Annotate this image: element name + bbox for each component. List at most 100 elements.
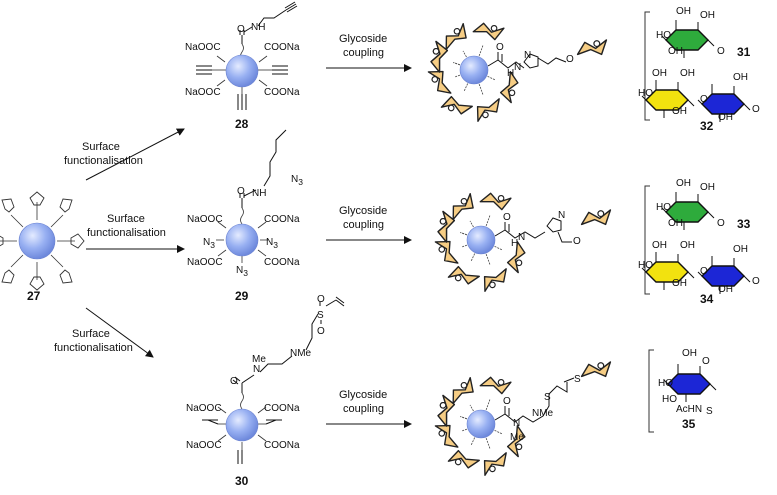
ho-34: HO — [638, 260, 653, 271]
pyranose-ring-icon — [701, 93, 745, 115]
sugar-chair-icon — [479, 376, 512, 395]
ho-35a: HO — [658, 378, 673, 389]
oh-33b: OH — [700, 182, 715, 193]
galactose-34 — [641, 252, 695, 290]
atom-o-top-b: O — [566, 54, 574, 65]
oh-31a: OH — [676, 6, 691, 17]
naooc-29a: NaOOC — [187, 214, 223, 225]
sugar-chair-icon — [472, 22, 505, 41]
compound-label-35: 35 — [682, 417, 696, 431]
oh-33c: OH — [668, 218, 683, 229]
pyranose-substituent-bonds — [661, 192, 715, 230]
step-label-middle: Surface functionalisation — [87, 213, 166, 239]
o-33: O — [717, 218, 725, 229]
oh-34b: OH — [680, 240, 695, 251]
bracket-bot: OH O HO HO AcHN S 35 — [648, 348, 717, 433]
sugar-chair-icon — [445, 23, 467, 51]
atom-n-top: N — [514, 62, 521, 73]
arrow-to-30 — [85, 307, 154, 358]
sugar-tether — [470, 437, 476, 446]
atom-o-28: O — [237, 24, 245, 35]
atom-o2-30: O — [317, 326, 325, 337]
naooc-29b: NaOOC — [187, 257, 223, 268]
glyco-label-top-2: coupling — [343, 47, 384, 59]
azide-bottom-29: N3 — [236, 265, 248, 278]
glcnac-35 — [663, 364, 717, 402]
oh-31b: OH — [700, 10, 715, 21]
oh-34a: OH — [652, 240, 667, 251]
sugar-tether — [485, 437, 491, 449]
sugar-tether — [463, 83, 469, 92]
sugar-chair-icon — [437, 210, 456, 243]
pyranose-ring-icon — [701, 265, 745, 287]
atom-n-bot: N — [513, 418, 520, 429]
naooc-30b: NaOOC — [186, 440, 222, 451]
atom-n-30: N — [253, 364, 260, 375]
bracket-mid: OH HO OH OH O 33 OH HO OH OH O OH OH O 3… — [638, 178, 760, 306]
sugar-tether — [453, 62, 461, 66]
sugar-chair-icon — [447, 449, 480, 469]
arrow-to-28 — [85, 128, 185, 181]
atom-nme-30: NMe — [290, 348, 312, 359]
galactose-32 — [641, 80, 695, 118]
oh-34c: OH — [672, 278, 687, 289]
compound-label-33: 33 — [737, 217, 751, 231]
sugar-tether — [460, 232, 468, 236]
glyco-nanoparticle-top: O H N N O — [427, 22, 608, 122]
glucose-33 — [661, 192, 715, 230]
oh-34d: OH — [733, 244, 748, 255]
coona-29b: COONa — [264, 257, 300, 268]
ho-33: HO — [656, 202, 671, 213]
sugar-chair-icon — [576, 39, 608, 56]
step-label-top: Surface functionalisation — [64, 141, 143, 167]
atom-n-top-b: N — [524, 50, 531, 61]
atom-me-bot: Me — [510, 432, 524, 443]
ho-31: HO — [656, 30, 671, 41]
achn-35: AcHN — [676, 404, 702, 415]
pyranose-substituent-bonds — [697, 84, 751, 122]
ho-32: HO — [638, 88, 653, 99]
pyranose-substituent-bonds — [641, 80, 695, 118]
pyranose-substituent-bonds — [641, 252, 695, 290]
atom-o-29: O — [237, 186, 245, 197]
sugar-tether — [462, 244, 468, 248]
sugar-shell-bot — [434, 376, 526, 476]
compound-label-32: 32 — [700, 119, 714, 133]
oh-32a: OH — [652, 68, 667, 79]
atom-s-30: S — [317, 310, 324, 321]
sugar-chair-icon — [506, 425, 526, 458]
ho-35b: HO — [662, 394, 677, 405]
sugar-chair-icon — [452, 377, 474, 405]
sugar-chair-icon — [427, 70, 452, 94]
sugar-chair-icon — [479, 192, 512, 211]
oh-32c: OH — [672, 106, 687, 117]
sugar-chair-icon — [430, 40, 449, 73]
sugar-chair-icon — [506, 241, 526, 274]
surface-label-mid-2: functionalisation — [87, 227, 166, 239]
oh-32b: OH — [680, 68, 695, 79]
sugar-tether — [485, 399, 491, 411]
sugar-chair-icon — [483, 268, 507, 292]
sugar-shell-top — [427, 22, 519, 122]
glucose-34 — [697, 256, 751, 294]
coona-29a: COONa — [264, 214, 300, 225]
compound-28: O NH NaOOC COONa NaOOC COONa 28 — [185, 1, 300, 131]
sugar-tether — [462, 428, 468, 432]
sugar-chair-icon — [440, 95, 473, 115]
sugar-chair-icon — [447, 265, 480, 285]
coona-28b: COONa — [264, 87, 300, 98]
sugar-tether — [478, 45, 484, 57]
oh-35a: OH — [682, 348, 697, 359]
azide-left-29: N3 — [203, 237, 215, 250]
oh-33a: OH — [676, 178, 691, 189]
naooc-28b: NaOOC — [185, 87, 221, 98]
glucose-32 — [697, 84, 751, 122]
atom-o-mid-a: O — [503, 212, 511, 223]
atom-n-mid-b: N — [558, 210, 565, 221]
coona-28a: COONa — [264, 42, 300, 53]
sugar-chair-icon — [434, 240, 459, 264]
oh-32e: OH — [718, 112, 733, 123]
terminal-sugar-mid — [580, 209, 612, 226]
compound-30: O N Me NMe S O O NaOOC COONa NaOOC COONa… — [186, 294, 345, 488]
